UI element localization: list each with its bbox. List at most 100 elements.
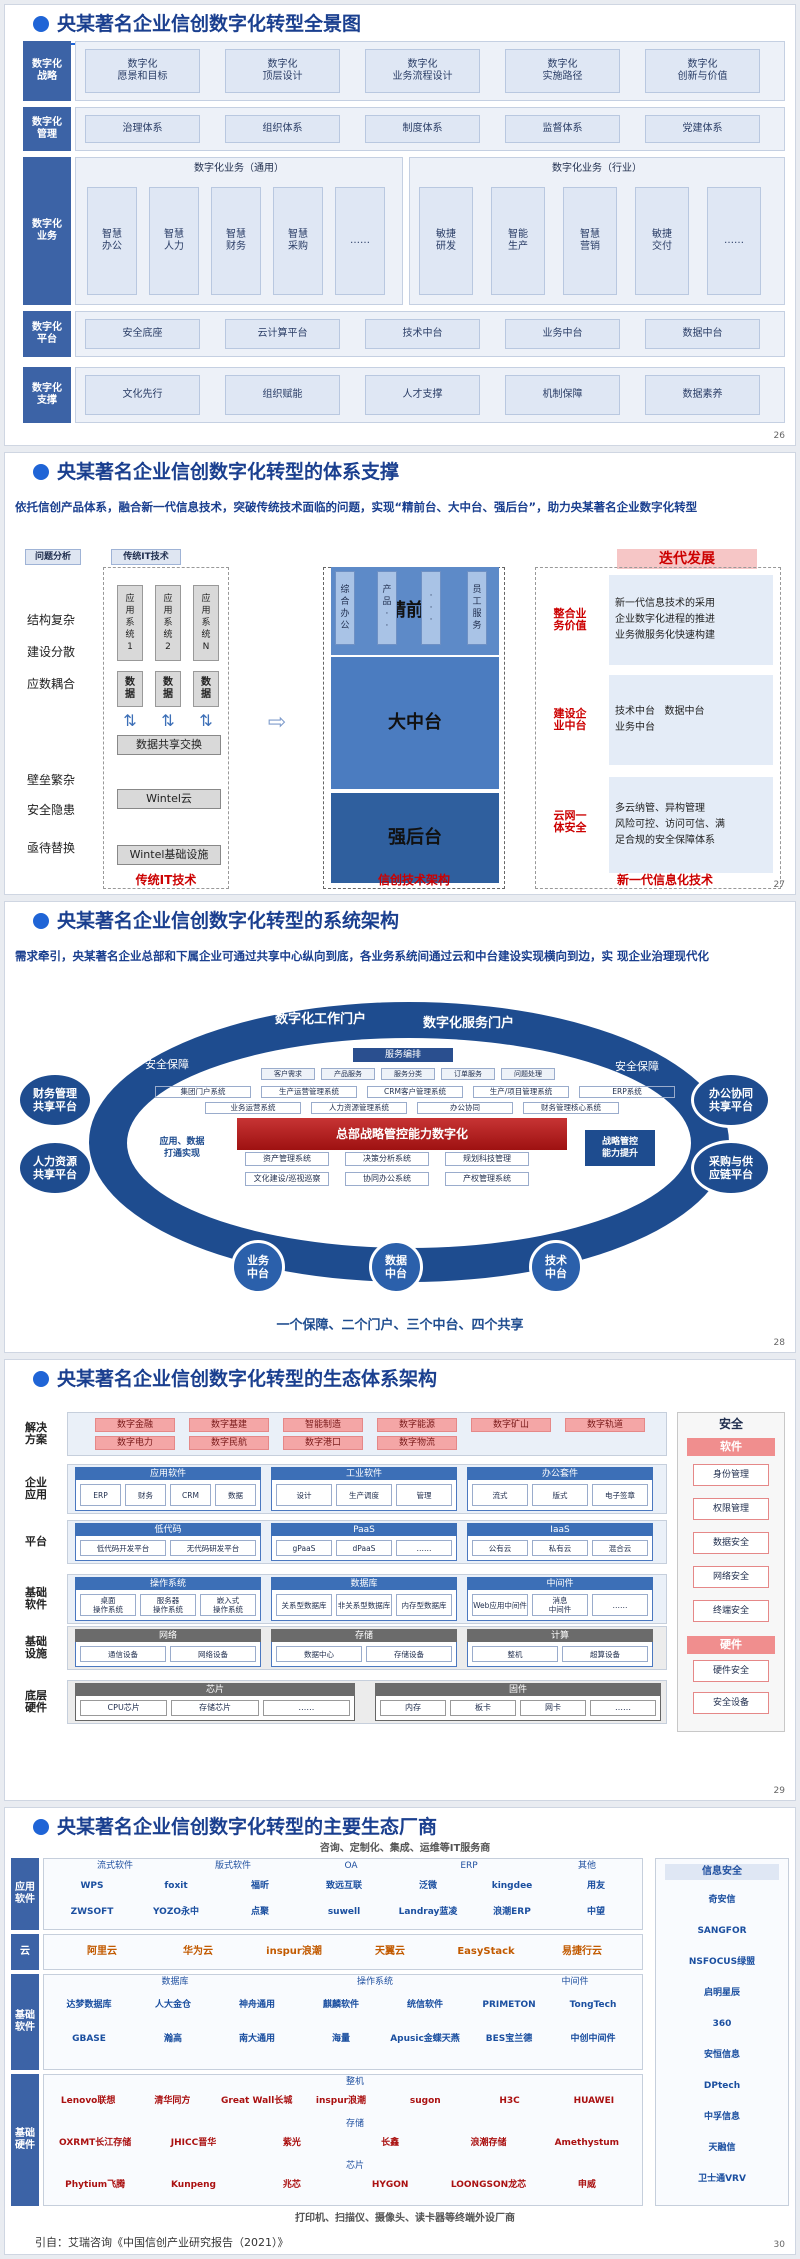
right-tag: 战略管控 能力提升 <box>585 1130 655 1166</box>
service-item: 产品服务 <box>321 1068 375 1080</box>
system-item: ERP系统 <box>579 1086 675 1098</box>
business-item: 智慧 办公 <box>87 187 137 295</box>
system-item: 生产运营管理系统 <box>261 1086 357 1098</box>
vendor-logo: 点聚 <box>221 1902 299 1922</box>
group-title: 固件 <box>375 1683 661 1696</box>
bottom-note: 打印机、扫描仪、摄像头、读卡器等终端外设厂商 <box>205 2212 605 2226</box>
category-label: OA <box>301 1860 401 1872</box>
trad-head: 传统IT技术 <box>111 549 181 565</box>
hardware-item: 硬件安全 <box>693 1660 769 1682</box>
vendor-logo: LOONGSON龙芯 <box>442 2174 534 2196</box>
general-title: 数字化业务（通用） <box>75 161 403 177</box>
group-item: 数据中心 <box>276 1646 362 1662</box>
problem-label: 安全隐患 <box>27 801 75 818</box>
group-item: 版式 <box>532 1484 588 1506</box>
business-item: 智能 生产 <box>491 187 545 295</box>
group-item: Web应用中间件 <box>472 1594 528 1616</box>
business-item: 敏捷 研发 <box>419 187 473 295</box>
vendor-logo: 奇安信 <box>665 1888 779 1912</box>
industry-title: 数字化业务（行业） <box>409 161 785 177</box>
group-title: 操作系统 <box>75 1577 261 1590</box>
slide-title: 央某著名企业信创数字化转型的系统架构 <box>33 910 593 932</box>
software-item: 权限管理 <box>693 1498 769 1520</box>
system-item: 办公协同 <box>417 1102 513 1114</box>
row-item: 党建体系 <box>645 115 760 143</box>
group-item: 流式 <box>472 1484 528 1506</box>
group-item: 存储芯片 <box>171 1700 258 1716</box>
group-item: …… <box>592 1594 648 1616</box>
layer-label: 企业 应用 <box>11 1464 61 1514</box>
bullet-icon <box>33 464 49 480</box>
hardware-title: 硬件 <box>687 1636 775 1654</box>
group-item: 无代码研发平台 <box>170 1540 256 1556</box>
software-item: 网络安全 <box>693 1566 769 1588</box>
vendor-logo: inspur浪潮 <box>249 1942 339 1962</box>
group-item: 管理 <box>396 1484 452 1506</box>
group-title: 数据库 <box>271 1577 457 1590</box>
category-label: 中间件 <box>525 1976 625 1988</box>
row-label: 数字化 平台 <box>23 311 71 357</box>
vendor-logo: Phytium飞腾 <box>49 2174 141 2196</box>
group-item: CRM <box>170 1484 211 1506</box>
page-number: 30 <box>774 2240 785 2250</box>
vendor-logo: 清华同方 <box>133 2090 211 2112</box>
group-title: 办公套件 <box>467 1467 653 1480</box>
vendor-logo: 中创中间件 <box>553 2028 633 2050</box>
right-text: 技术中台 数据中台 业务中台 <box>609 675 773 765</box>
arrow-right: ⇨ <box>237 713 317 733</box>
row-label: 基础 软件 <box>11 1974 39 2070</box>
layer-label: 基础 设施 <box>11 1626 61 1670</box>
vendor-logo: 用友 <box>557 1876 635 1896</box>
group-item: 生产调度 <box>336 1484 392 1506</box>
right-tag: 建设企 业中台 <box>545 695 595 745</box>
vendor-logo: 长鑫 <box>344 2132 436 2154</box>
page-number: 29 <box>774 1786 785 1796</box>
front-tag: 综 合 办 公 <box>335 571 355 645</box>
exchange-box: 数据共享交换 <box>117 735 221 755</box>
top-bar: 服务编排 <box>353 1048 453 1062</box>
vendor-logo: 紫光 <box>246 2132 338 2154</box>
service-item: 问题处理 <box>501 1068 555 1080</box>
vendor-logo: NSFOCUS绿盟 <box>665 1950 779 1974</box>
foot-label: 传统IT技术 <box>103 871 229 889</box>
portal-right: 数字化服务门户 <box>423 1012 514 1031</box>
front-tag: 员 工 服 务 <box>467 571 487 645</box>
vendor-logo: WPS <box>53 1876 131 1896</box>
group-item: 嵌入式 操作系统 <box>200 1594 256 1616</box>
group-item: 内存型数据库 <box>396 1594 452 1616</box>
wintel-cloud: Wintel云 <box>117 789 221 809</box>
group-item: 服务器 操作系统 <box>140 1594 196 1616</box>
group-item: gPaaS <box>276 1540 332 1556</box>
category-label: 数据库 <box>125 1976 225 1988</box>
vendor-logo: EasyStack <box>441 1942 531 1962</box>
vendor-logo: inspur浪潮 <box>302 2090 380 2112</box>
group-item: 通信设备 <box>80 1646 166 1662</box>
hardware-item: 安全设备 <box>693 1692 769 1714</box>
foot-label: 信创技术架构 <box>323 871 505 889</box>
slide-vendors: 央某著名企业信创数字化转型的主要生态厂商 咨询、定制化、集成、运维等IT服务商应… <box>4 1807 796 2255</box>
solution-item: 数字矿山 <box>471 1418 551 1432</box>
group-item: 网卡 <box>520 1700 586 1716</box>
category-label: 存储 <box>305 2118 405 2130</box>
layer-label: 基础 软件 <box>11 1574 61 1624</box>
portal-left: 数字化工作门户 <box>275 1008 366 1027</box>
row-item: 数据中台 <box>645 319 760 349</box>
vendor-logo: 达梦数据库 <box>49 1994 129 2016</box>
page-number: 26 <box>774 431 785 441</box>
system-item: 业务运营系统 <box>205 1102 301 1114</box>
system-item: 产权管理系统 <box>445 1172 529 1186</box>
right-platform-circle: 采购与供 应链平台 <box>691 1140 771 1196</box>
row-label: 数字化 战略 <box>23 41 71 101</box>
category-label: 版式软件 <box>183 1860 283 1872</box>
group-item: 财务 <box>125 1484 166 1506</box>
slide-title: 央某著名企业信创数字化转型的主要生态厂商 <box>33 1816 593 1838</box>
layer-label: 平台 <box>11 1520 61 1564</box>
solution-item: 数字轨道 <box>565 1418 645 1432</box>
left-platform-circle: 财务管理 共享平台 <box>17 1072 93 1128</box>
group-item: 超算设备 <box>562 1646 648 1662</box>
vendor-logo: 卫士通VRV <box>665 2167 779 2191</box>
front-tag: 产 品 · · <box>377 571 397 645</box>
row-item: 数据素养 <box>645 375 760 415</box>
problem-label: 建设分散 <box>27 643 75 660</box>
row-item: 制度体系 <box>365 115 480 143</box>
